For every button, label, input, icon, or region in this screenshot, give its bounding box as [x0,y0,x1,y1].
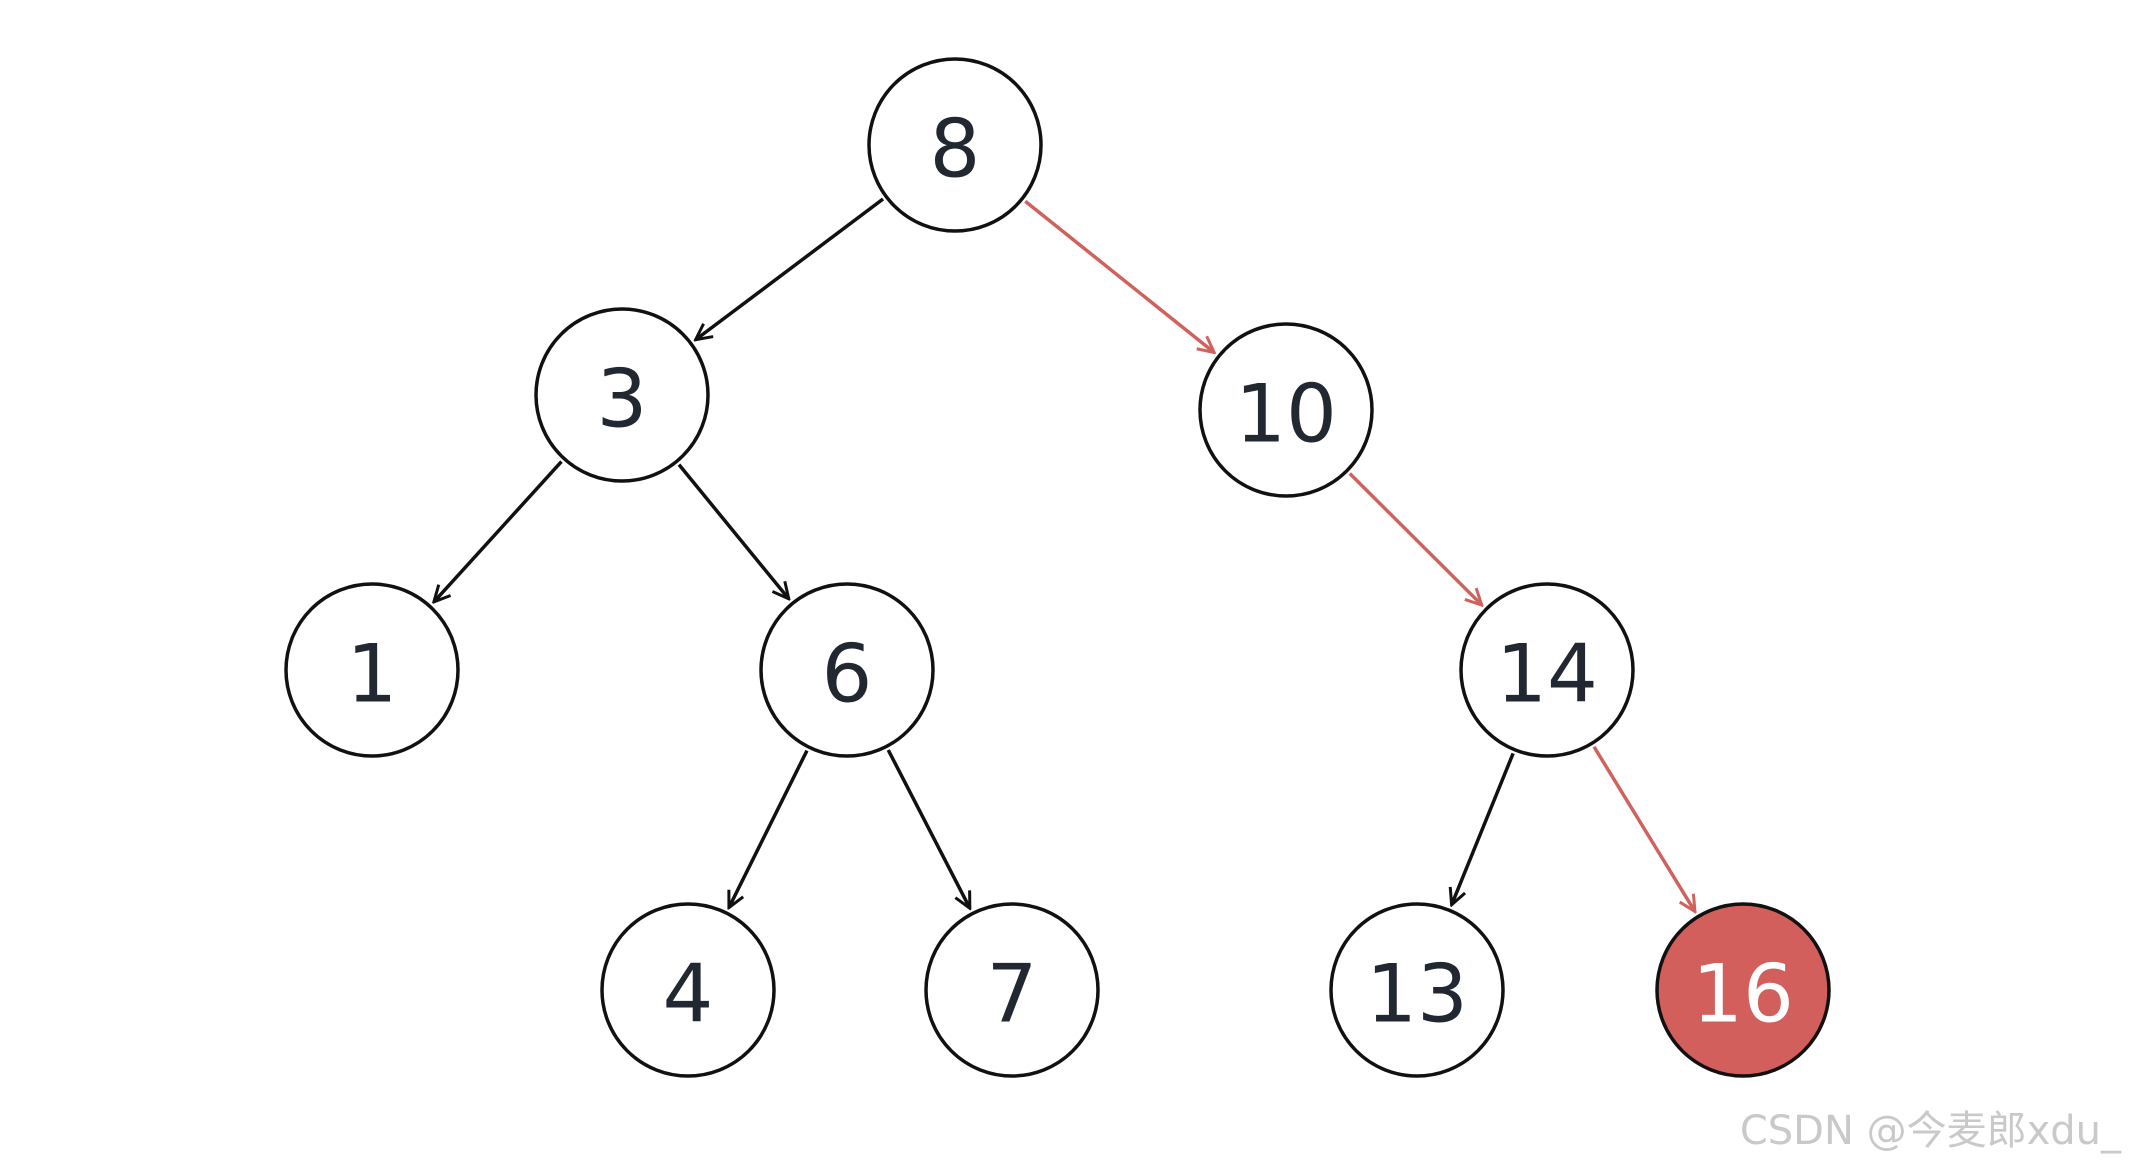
tree-node-8: 8 [867,57,1043,233]
watermark: CSDN @今麦郎xdu_ [1739,1108,2121,1154]
node-circle [867,57,1043,233]
tree-node-13: 13 [1329,902,1505,1078]
node-circle [1459,582,1635,758]
node-label: 4 [663,948,714,1041]
node-label: 3 [597,353,648,446]
edge-8-to-3 [696,197,885,340]
node-label: 6 [822,628,873,721]
node-label: 16 [1692,948,1794,1041]
node-circle [534,307,710,483]
edges-layer [434,197,1695,912]
node-label: 14 [1496,628,1598,721]
node-circle [924,902,1100,1078]
edge-14-to-13 [1452,752,1515,904]
edge-3-to-1 [434,460,563,602]
node-circle [759,582,935,758]
tree-node-16: 16 [1655,902,1831,1078]
node-circle [1655,902,1831,1078]
node-label: 8 [930,103,981,196]
node-circle [600,902,776,1078]
tree-node-4: 4 [600,902,776,1078]
node-circle [284,582,460,758]
edge-10-to-14 [1348,472,1482,606]
node-label: 10 [1235,368,1337,461]
tree-node-3: 3 [534,307,710,483]
edge-3-to-6 [677,463,789,599]
node-label: 13 [1366,948,1468,1041]
tree-node-14: 14 [1459,582,1635,758]
tree-node-1: 1 [284,582,460,758]
edge-8-to-10 [1024,199,1214,352]
node-circle [1198,322,1374,498]
node-label: 1 [347,628,398,721]
edge-14-to-16 [1592,745,1695,912]
edge-6-to-4 [727,749,809,908]
tree-node-7: 7 [924,902,1100,1078]
node-circle [1329,902,1505,1078]
tree-node-10: 10 [1198,322,1374,498]
tree-node-6: 6 [759,582,935,758]
node-label: 7 [987,948,1038,1041]
edge-6-to-7 [886,749,972,908]
